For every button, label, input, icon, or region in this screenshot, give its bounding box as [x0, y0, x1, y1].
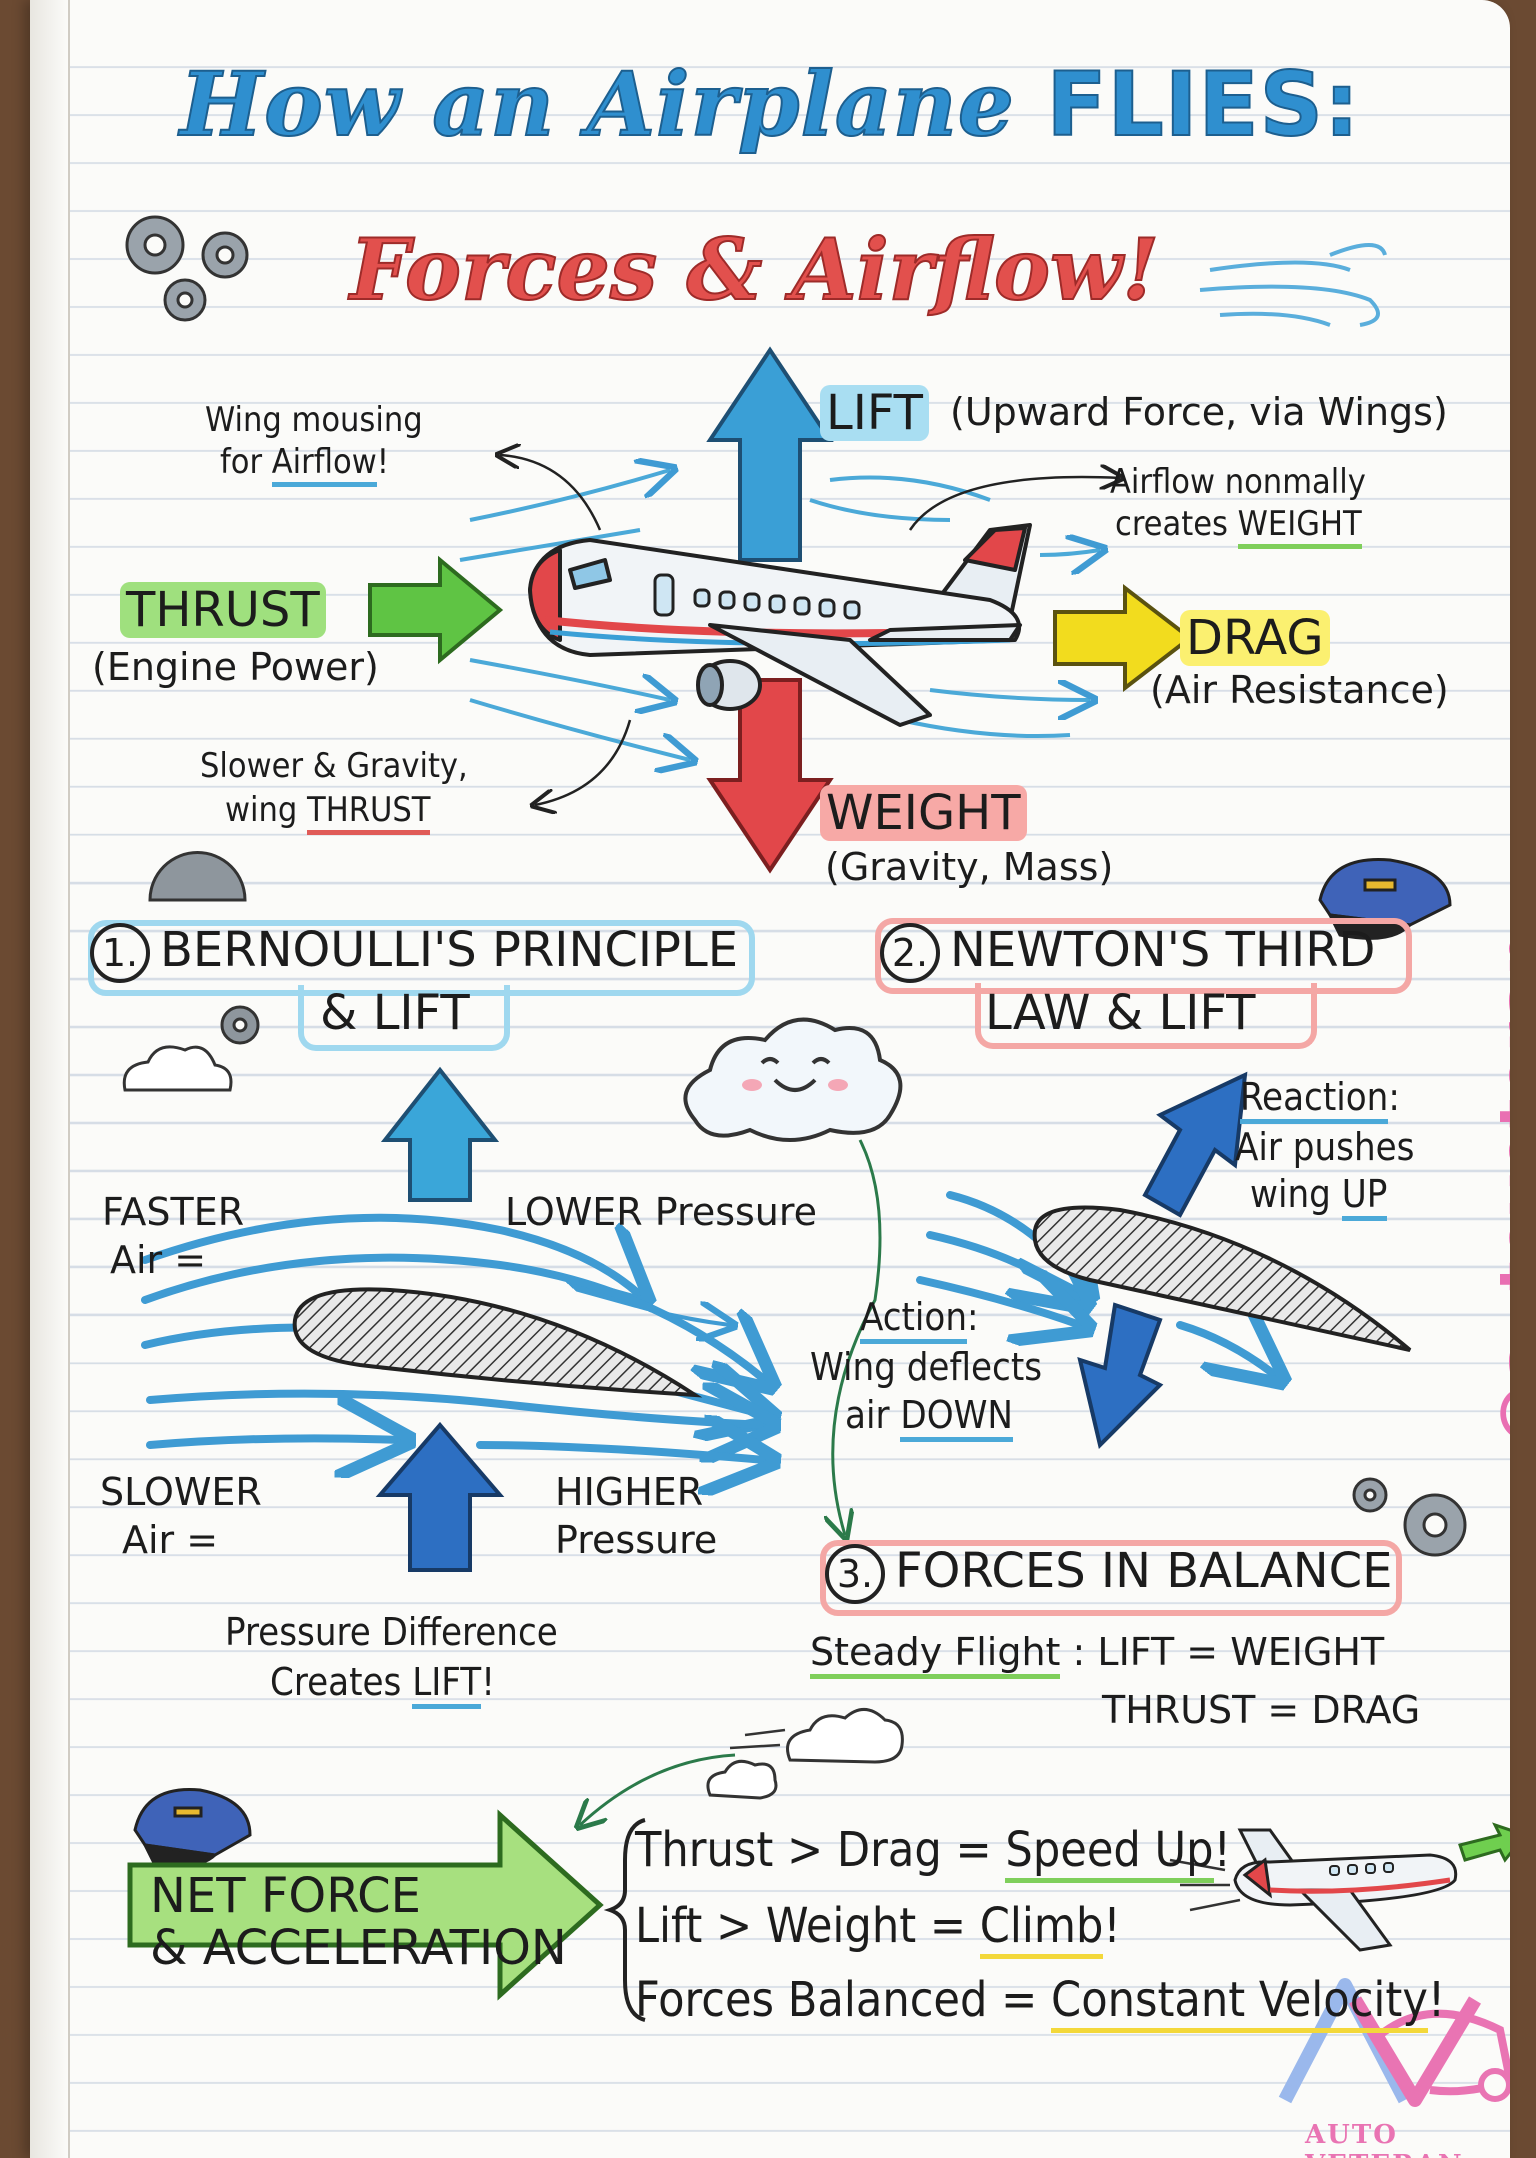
flow-connector — [833, 1139, 882, 1535]
faster-air-label2: Air = — [110, 1238, 207, 1282]
reaction-line3: wing UP — [1250, 1172, 1388, 1221]
bernoulli-lift-arrow — [380, 1066, 500, 1202]
balance-title: 3.FORCES IN BALANCE — [825, 1543, 1392, 1604]
net-force-arrow — [127, 1809, 604, 2001]
newton-title: 2.NEWTON'S THIRD — [880, 922, 1376, 983]
small-airplane-icon — [1233, 1828, 1458, 1952]
bernoulli-title-line2: & LIFT — [320, 985, 470, 1041]
flow-connector — [580, 1753, 736, 1825]
annotation-arrows — [500, 455, 1120, 805]
bernoulli-title-box-lower — [298, 985, 510, 1051]
newton-title-box-lower — [975, 983, 1317, 1049]
wind-icon — [1199, 243, 1387, 327]
note-airflow-line1: Airflow nonmally — [1110, 462, 1366, 502]
cloud-icon — [786, 1708, 904, 1764]
slower-air-label: SLOWER — [100, 1470, 262, 1514]
higher-pressure-label2: Pressure — [555, 1518, 718, 1562]
gear-icon — [125, 215, 249, 322]
drag-desc: (Air Resistance) — [1150, 668, 1449, 712]
net-rule-speed-up: Thrust > Drag = Speed Up! — [635, 1822, 1231, 1883]
gear-icon — [148, 851, 260, 1045]
thrust-drag-line: THRUST = DRAG — [1102, 1688, 1421, 1732]
climb-arrow — [1458, 1822, 1510, 1863]
weight-arrow — [706, 678, 834, 874]
airfoil-bernoulli — [292, 1287, 703, 1398]
thrust-label: THRUST — [120, 582, 326, 638]
thrust-arrow — [368, 555, 504, 665]
note-airflow-line2: creates WEIGHT — [1115, 504, 1362, 549]
note-wing-line1: Wing mousing — [205, 400, 423, 440]
cloud-icon — [706, 1759, 778, 1800]
reaction-arrow — [1142, 1071, 1248, 1218]
note-slower-line2: wing THRUST — [225, 790, 431, 835]
note-slower-line1: Slower & Gravity, — [200, 746, 468, 786]
action-line3: air DOWN — [845, 1393, 1013, 1442]
pilot-hat-icon — [1318, 858, 1452, 940]
page-title-line2: Forces & Airflow! — [349, 219, 1160, 320]
brace — [603, 1818, 646, 2022]
page-title-line1: How an Airplane FLIES: — [179, 51, 1361, 157]
faster-air-label: FASTER — [102, 1190, 245, 1234]
motion-lines — [1169, 1858, 1241, 1912]
lower-pressure-label: LOWER Pressure — [505, 1190, 818, 1234]
airfoil-newton — [1032, 1205, 1412, 1352]
reaction-line2: Air pushes — [1235, 1125, 1415, 1169]
slower-air-label2: Air = — [122, 1518, 219, 1562]
action-arrow — [1077, 1302, 1164, 1449]
lift-arrow — [706, 346, 834, 562]
pressure-diff-line1: Pressure Difference — [225, 1610, 558, 1654]
balance-title-box — [820, 1540, 1402, 1616]
drag-arrow — [1053, 583, 1194, 693]
reaction-label: Reaction: — [1240, 1075, 1400, 1124]
lift-label: LIFT — [820, 385, 929, 441]
bernoulli-title: 1.BERNOULLI'S PRINCIPLE — [90, 922, 738, 983]
net-force-label: NET FORCE& ACCELERATION — [150, 1868, 567, 1976]
net-rule-climb: Lift > Weight = Climb! — [635, 1898, 1121, 1959]
logo-text: AUTO VETERAN — [1305, 2120, 1462, 2158]
motion-lines — [729, 1728, 786, 1750]
weight-label: WEIGHT — [820, 785, 1027, 841]
action-label: Action: — [860, 1295, 979, 1344]
newton-title-line2: LAW & LIFT — [985, 985, 1256, 1041]
gear-icon — [1352, 1477, 1467, 1557]
cloud-icon — [122, 1045, 233, 1092]
illustration-layer — [122, 215, 1510, 2107]
pressure-diff-line2: Creates LIFT! — [270, 1660, 495, 1709]
smiling-cloud-icon — [683, 1017, 903, 1142]
watermark: @autoveteran — [1486, 930, 1510, 1445]
airflow-lines — [459, 470, 1100, 760]
newton-airflow — [916, 1191, 1275, 1375]
newton-title-box — [875, 918, 1412, 994]
auto-veteran-logo — [1278, 1978, 1510, 2107]
notebook-page: How an Airplane FLIES: Forces & Airflow!… — [30, 0, 1510, 2158]
higher-pressure-label: HIGHER — [555, 1470, 704, 1514]
net-rule-constant-velocity: Forces Balanced = Constant Velocity! — [635, 1972, 1445, 2033]
steady-flight-line: Steady Flight : LIFT = WEIGHT — [810, 1630, 1384, 1679]
thrust-desc: (Engine Power) — [92, 645, 379, 689]
drag-label: DRAG — [1180, 610, 1330, 666]
airplane-illustration — [528, 523, 1032, 727]
notebook-spine — [30, 0, 70, 2158]
note-wing-line2: for Airflow! — [220, 442, 389, 487]
pilot-hat-icon — [133, 1788, 252, 1868]
lift-desc: (Upward Force, via Wings) — [950, 390, 1448, 434]
weight-desc: (Gravity, Mass) — [825, 845, 1114, 889]
action-line2: Wing deflects — [810, 1345, 1043, 1389]
